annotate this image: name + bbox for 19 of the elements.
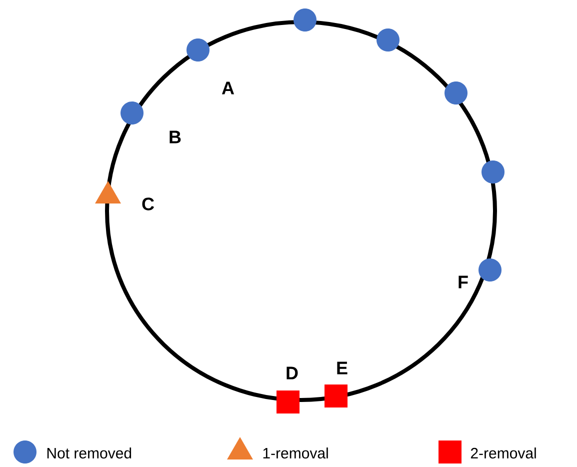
- dot-marker: [294, 8, 316, 32]
- dot-marker: [186, 38, 210, 62]
- point-letter: C: [142, 198, 154, 210]
- dot-marker: [478, 258, 502, 282]
- point-letter: B: [170, 130, 181, 144]
- point-letter: D: [286, 366, 298, 380]
- dot-marker: [376, 28, 400, 52]
- dot-marker: [120, 102, 144, 124]
- dot-marker: [482, 160, 504, 184]
- dot-marker: [444, 82, 468, 104]
- square-marker: [324, 384, 348, 408]
- point-letter: E: [337, 362, 348, 374]
- triangle-marker: [95, 181, 121, 204]
- legend-label: 1-removal: [263, 448, 328, 458]
- legend-label: 2-removal: [470, 448, 536, 458]
- legend-label: Not removed: [47, 448, 132, 458]
- point-letter: A: [222, 82, 234, 94]
- point-letter: F: [458, 276, 468, 288]
- square-marker: [276, 390, 300, 414]
